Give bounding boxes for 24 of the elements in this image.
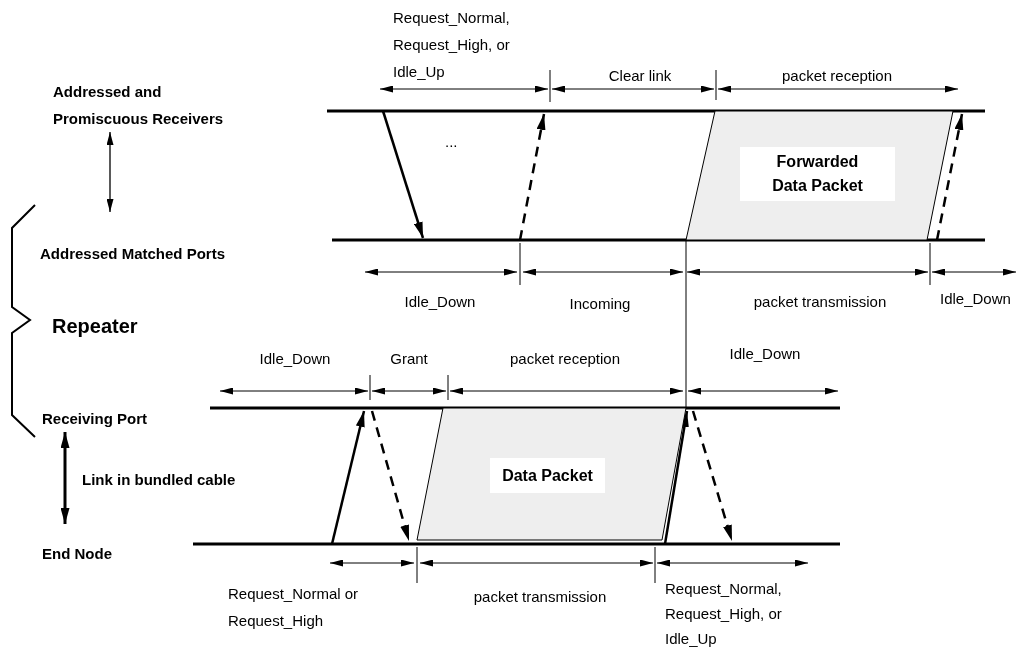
packet-label: Forwarded Data Packet (740, 147, 895, 201)
row-label: Receiving Port (42, 409, 148, 429)
interval-label: packet reception (508, 349, 622, 369)
interval-label: Idle_Down (728, 344, 802, 364)
interval-label: packet transmission (752, 292, 888, 312)
link-label: Link in bundled cable (82, 470, 236, 490)
connector-line (685, 239, 687, 409)
interval-label: Idle_Down (258, 349, 332, 369)
interval-label: Request_Normal, Request_High, or Idle_Up (393, 8, 511, 82)
row-label: Addressed Matched Ports (40, 244, 226, 264)
interval-label: Idle_Down (403, 292, 477, 312)
packet-label: Data Packet (490, 458, 605, 493)
section-label: Repeater (52, 314, 138, 339)
interval-label: Grant (389, 349, 429, 369)
interval-label: Request_Normal, Request_High, or Idle_Up (665, 579, 783, 649)
interval-label: Idle_Down (940, 289, 1011, 309)
interval-label: packet reception (780, 66, 894, 86)
row-label: Addressed and Promiscuous Receivers (53, 82, 225, 129)
interval-label: Incoming (568, 294, 632, 314)
row-label: End Node (42, 544, 112, 564)
interval-label: packet transmission (472, 587, 608, 607)
interval-label: Clear link (607, 66, 673, 86)
interval-label: Request_Normal or Request_High (228, 584, 360, 631)
ellipsis: ... (445, 132, 458, 152)
